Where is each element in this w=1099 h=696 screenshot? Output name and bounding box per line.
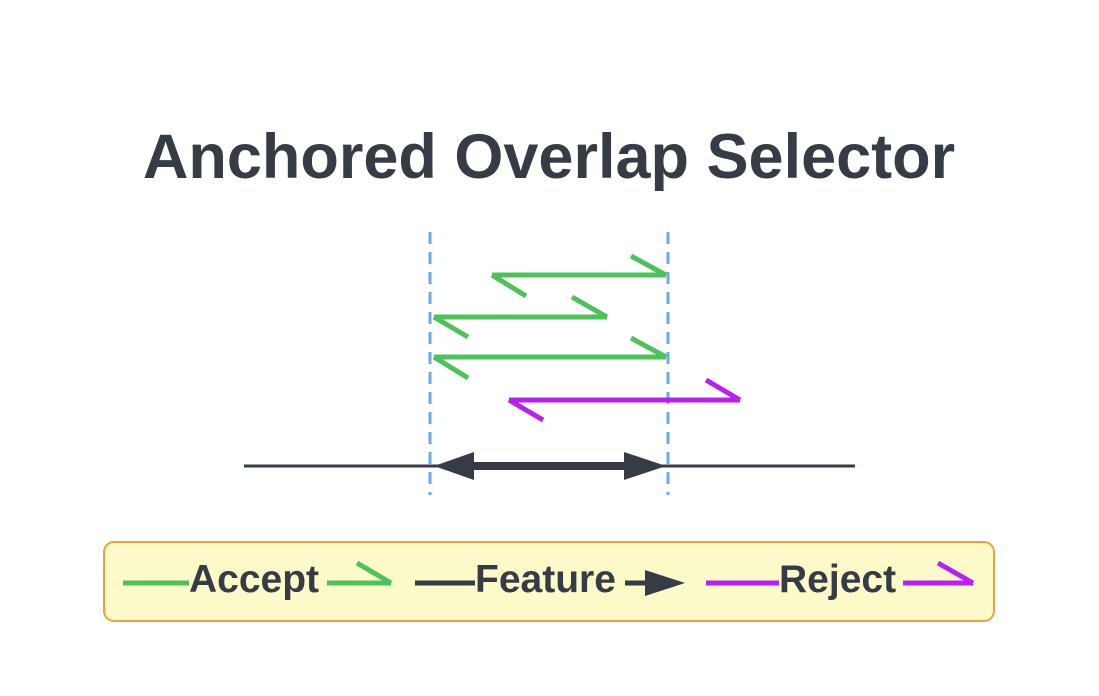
legend-accept-label: Accept: [189, 558, 319, 601]
legend-feature-swatch-arrow: [625, 570, 685, 596]
accept-read-1: [490, 253, 668, 299]
legend: Accept Feature Reject: [103, 541, 995, 622]
legend-reject: Reject: [706, 558, 975, 601]
legend-reject-label: Reject: [779, 558, 896, 601]
legend-accept-swatch-arrow: [327, 560, 393, 586]
legend-accept: Accept: [123, 558, 393, 601]
legend-feature: Feature: [415, 558, 685, 601]
legend-reject-swatch-arrow: [903, 560, 975, 586]
feature-arrow: [434, 452, 666, 480]
reject-read: [507, 377, 742, 423]
diagram-title: Anchored Overlap Selector: [143, 122, 955, 192]
accept-read-3: [432, 335, 668, 381]
legend-feature-label: Feature: [475, 558, 616, 601]
accept-read-2: [432, 294, 609, 340]
legend-box: [103, 541, 995, 622]
